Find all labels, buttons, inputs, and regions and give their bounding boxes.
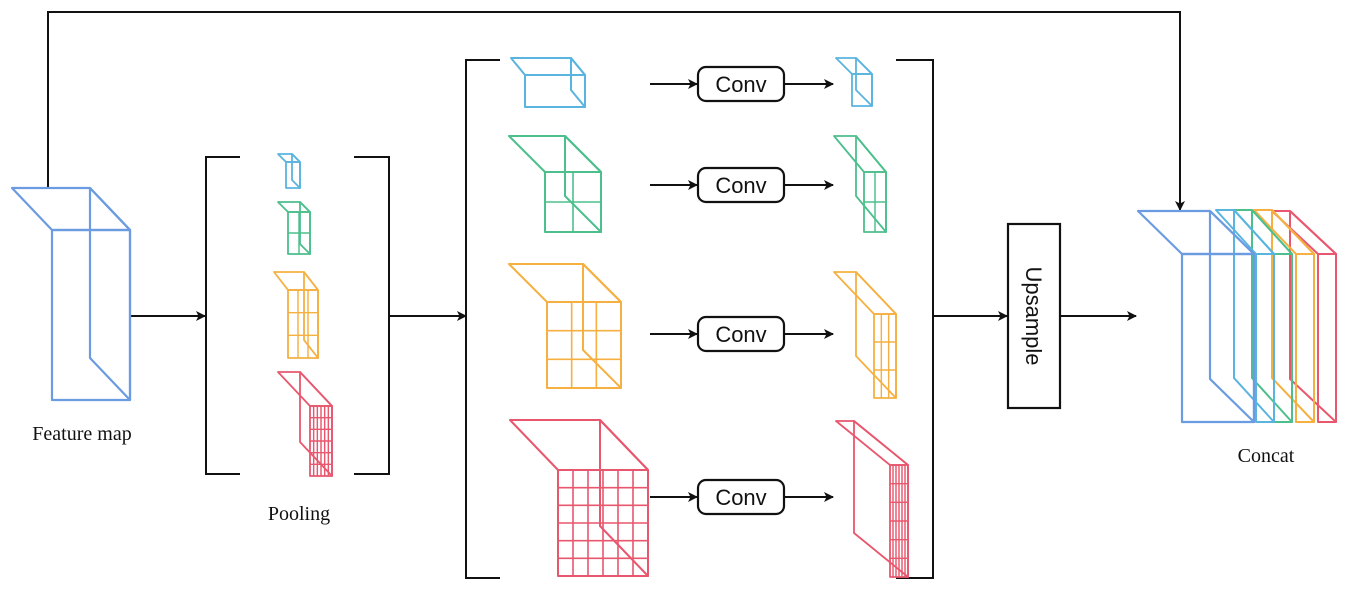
upsample-label: Upsample	[1021, 266, 1046, 365]
conv-label-2: Conv	[715, 173, 766, 198]
pooling-caption: Pooling	[268, 503, 330, 525]
pooled-cube-6x6	[277, 371, 333, 477]
branch-cube-6x6	[509, 419, 649, 577]
branch-cube-1x1	[510, 57, 586, 108]
branches-bracket-left	[465, 59, 500, 579]
conv-out-cube-6x6	[835, 420, 909, 578]
pooled-cube-1x1	[277, 153, 301, 189]
conv-label-3: Conv	[715, 322, 766, 347]
concat-caption: Concat	[1238, 445, 1295, 467]
pooled-cube-2x2	[277, 201, 311, 255]
feature-map-caption: Feature map	[32, 423, 131, 445]
concat-slab-orange	[1253, 209, 1315, 423]
conv-block-2: Conv	[696, 166, 786, 204]
upsample-block: Upsample	[1006, 222, 1062, 410]
conv-out-cube-1x1	[835, 57, 873, 107]
concat-slab-cyan	[1215, 209, 1275, 423]
skip-connection-line	[47, 11, 1185, 211]
conv-label-4: Conv	[715, 485, 766, 510]
branch-cube-2x2	[508, 135, 602, 233]
conv-out-cube-2x2	[833, 135, 887, 233]
pooled-cube-3x3	[273, 271, 319, 359]
branches-bracket-right	[896, 59, 934, 579]
branch-cube-3x3	[508, 263, 622, 389]
pooling-bracket-right	[354, 156, 390, 475]
conv-block-4: Conv	[696, 478, 786, 516]
feature-map-cube	[10, 186, 132, 402]
conv-out-cube-3x3	[833, 271, 897, 399]
concat-feature-cube	[1136, 209, 1256, 424]
cube-layer	[10, 57, 1337, 578]
conv-label-1: Conv	[715, 72, 766, 97]
pooling-bracket-left	[205, 156, 240, 475]
conv-block-3: Conv	[696, 315, 786, 353]
conv-block-1: Conv	[696, 65, 786, 103]
